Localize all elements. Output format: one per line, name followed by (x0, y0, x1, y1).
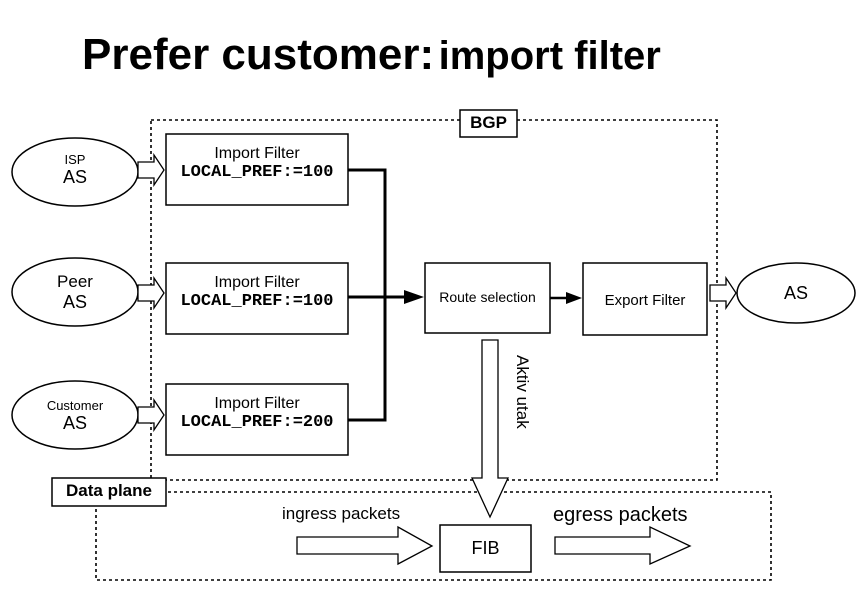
peer-to-filter-arrow (137, 275, 165, 311)
customer-label: Customer (46, 398, 104, 413)
customer-as-text: AS (62, 413, 87, 433)
peer-as-text: AS (62, 292, 87, 312)
egress-label: egress packets (553, 504, 688, 526)
active-path-arrow (470, 339, 510, 519)
import-filter-3-title: Import Filter (214, 395, 300, 412)
isp-to-filter-arrow (137, 152, 165, 188)
dest-as-label: AS (783, 283, 808, 303)
ingress-arrow (296, 525, 434, 566)
merge-lines (348, 168, 387, 422)
import-filter-2-rule: LOCAL_PREF:=100 (180, 292, 334, 311)
import-filter-3-content: Import Filter LOCAL_PREF:=200 (166, 395, 348, 432)
data-plane-boundary (95, 491, 772, 581)
title-rest-part: import filter (438, 34, 661, 78)
import-filter-box-1 (165, 133, 349, 206)
export-filter-box (582, 262, 708, 336)
peer-label: Peer (57, 272, 93, 291)
merge-arrowhead (404, 290, 424, 304)
ingress-label: ingress packets (282, 504, 401, 523)
data-plane-label-box (51, 477, 167, 507)
title-bold-part: Prefer customer: (82, 30, 435, 79)
import-filter-2-title: Import Filter (214, 274, 300, 291)
isp-as-text: AS (62, 167, 87, 187)
fib-label: FIB (471, 538, 500, 558)
import-filter-2-content: Import Filter LOCAL_PREF:=100 (166, 274, 348, 311)
route-selection-label: Route selection (439, 289, 536, 305)
customer-to-filter-arrow (137, 397, 165, 433)
active-path-label: Aktiv utak (513, 355, 532, 429)
export-to-as-arrow (709, 275, 737, 311)
fib-box (439, 524, 532, 573)
isp-as-label: ISP AS (12, 152, 138, 188)
import-filter-box-3 (165, 383, 349, 456)
bgp-label-box (459, 109, 518, 138)
customer-as-label: Customer AS (12, 398, 138, 434)
import-filter-3-rule: LOCAL_PREF:=200 (180, 413, 334, 432)
import-filter-box-2 (165, 262, 349, 335)
import-filter-1-rule: LOCAL_PREF:=100 (180, 163, 334, 182)
import-filter-1-content: Import Filter LOCAL_PREF:=100 (166, 145, 348, 182)
import-filter-1-title: Import Filter (214, 145, 300, 162)
page-title: Prefer customer: import filter (82, 30, 661, 80)
data-plane-label: Data plane (66, 481, 152, 500)
bgp-label: BGP (470, 113, 507, 132)
selection-to-export-arrowhead (566, 292, 582, 304)
egress-arrow (554, 525, 692, 566)
peer-as-label: Peer AS (12, 272, 138, 313)
dest-as-node (736, 262, 856, 324)
export-filter-label: Export Filter (604, 292, 686, 309)
isp-label: ISP (64, 152, 86, 167)
